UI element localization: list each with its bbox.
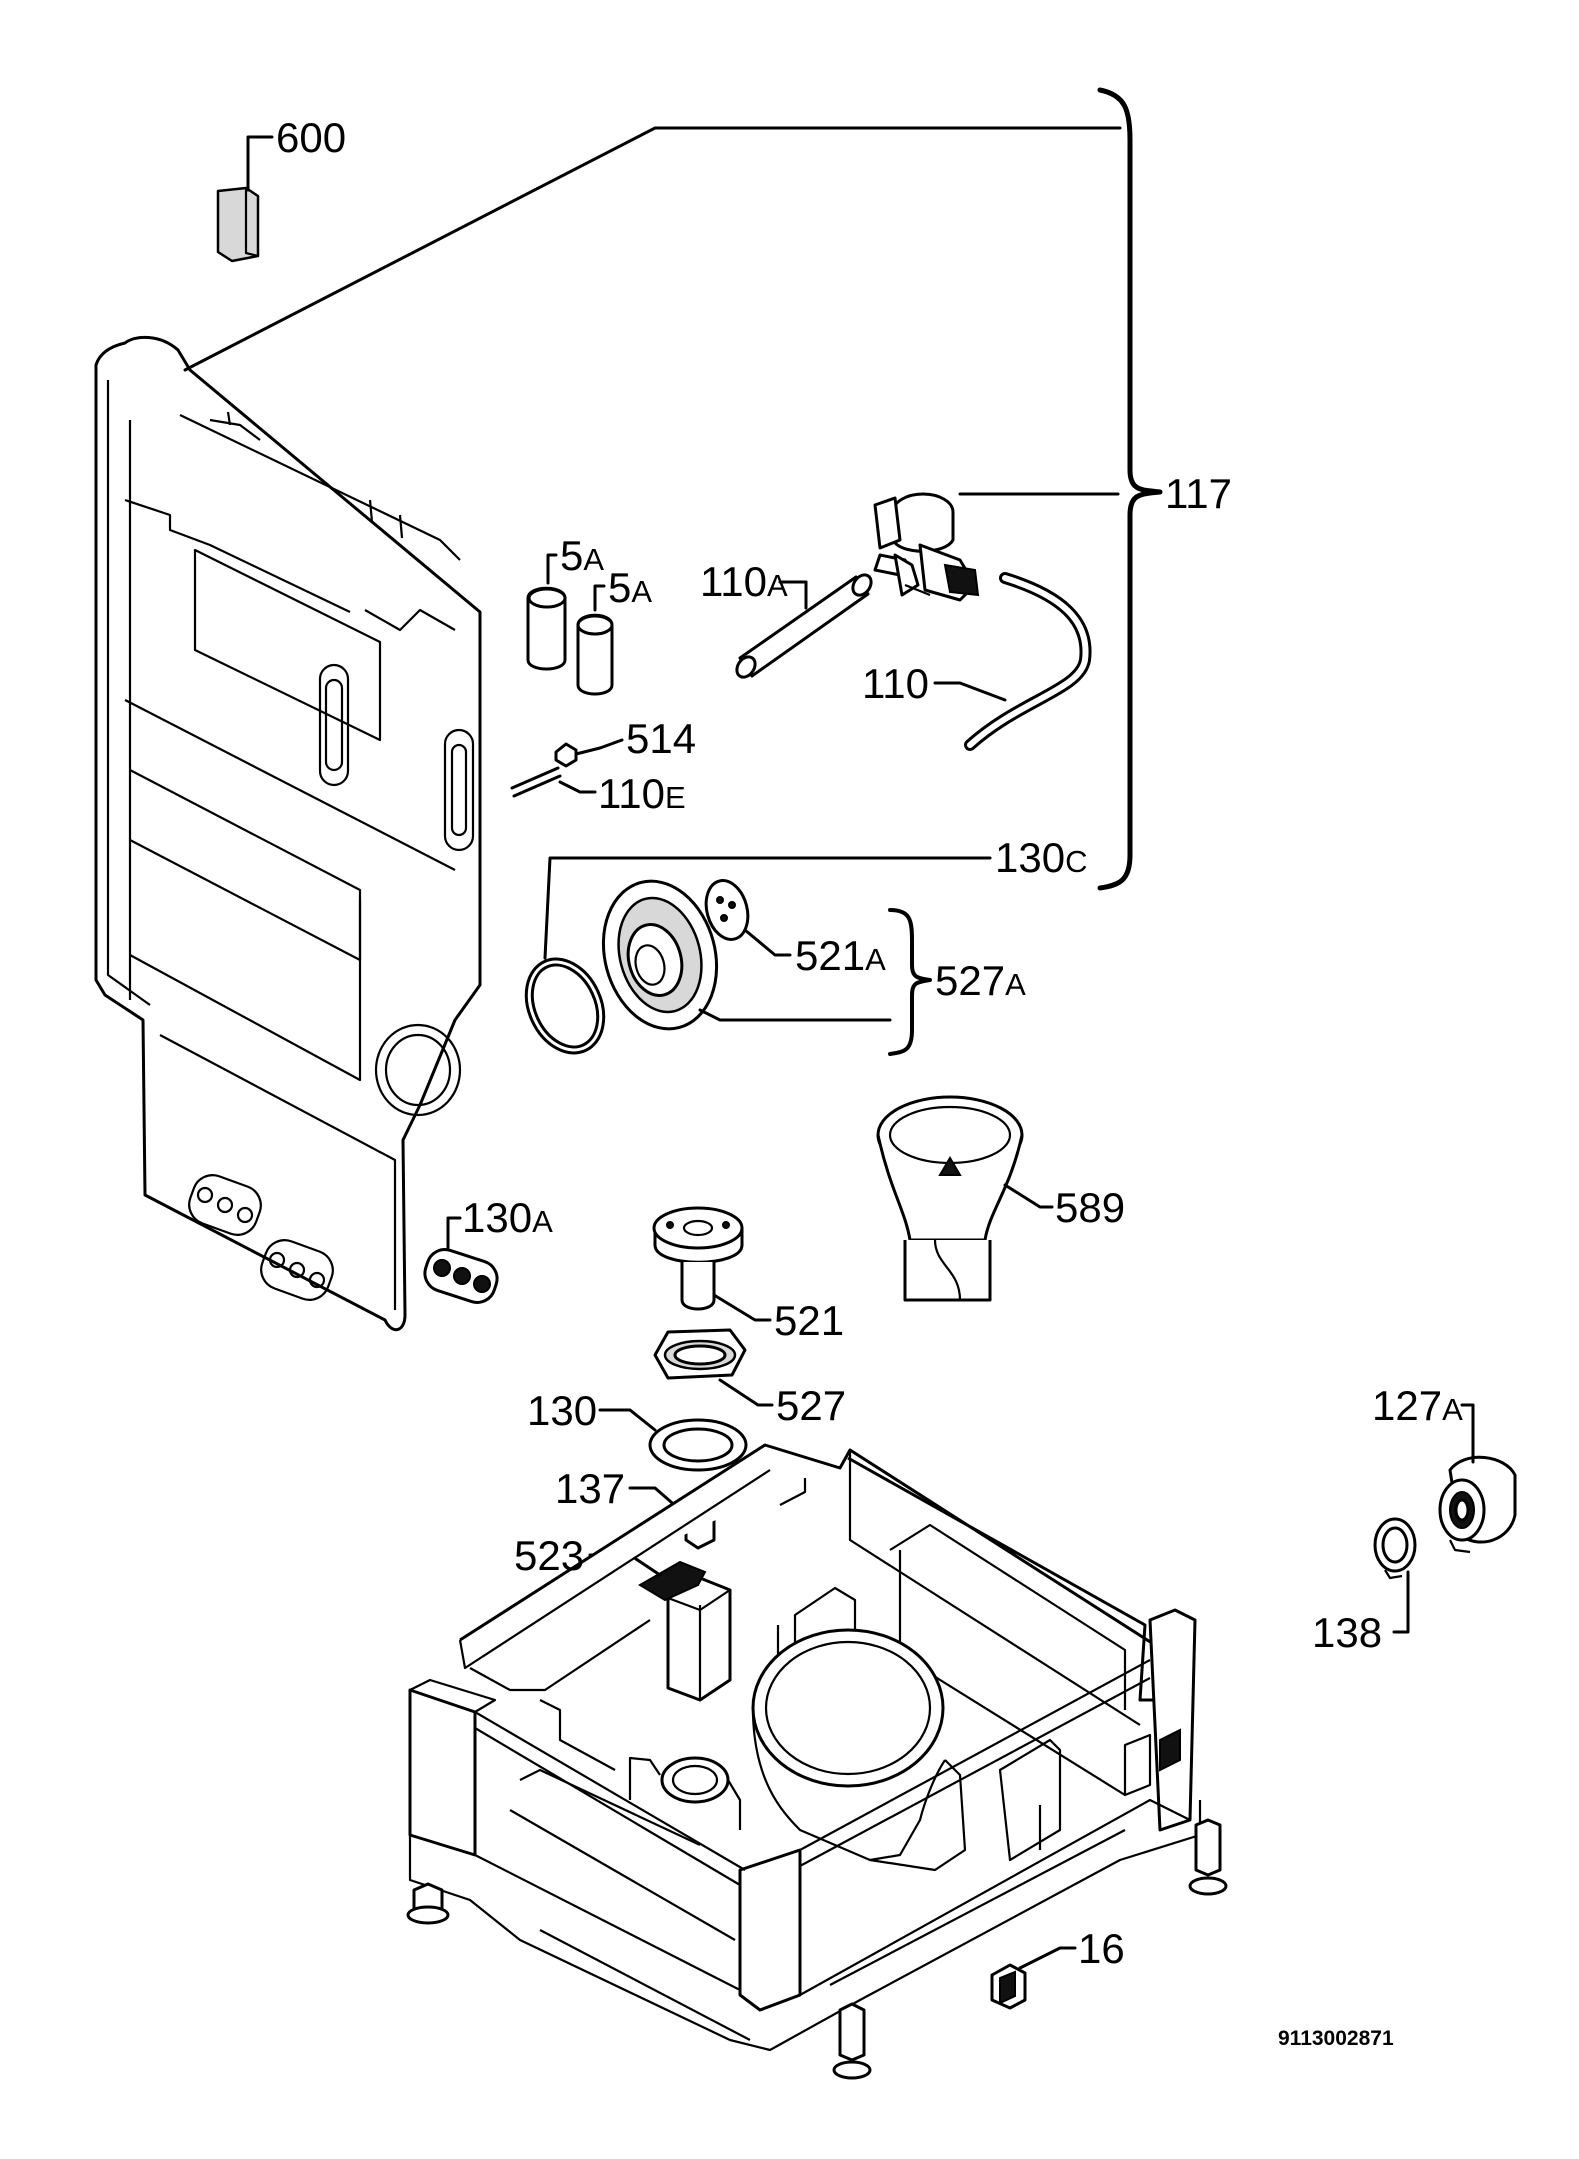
part-527a-assembly [601,879,932,1056]
label-127a: 127A [1372,1382,1463,1429]
label-521: 521 [774,1297,844,1344]
label-117: 117 [1165,470,1232,517]
label-5a-2: 5A [608,564,652,611]
brace-117 [958,87,1163,891]
callout-labels: 600 117 5A 5A 110A 110 514 110E 130C 521… [246,114,1463,2050]
label-130: 130 [527,1387,597,1434]
part-523-float [588,1553,732,1702]
part-130a-plate [423,1216,499,1304]
part-589-funnel [876,1095,1054,1302]
document-number: 9113002871 [1278,2027,1394,2050]
label-130a: 130A [462,1194,553,1241]
part-514-110e [510,738,624,798]
label-110e: 110E [598,770,686,817]
part-600 [216,186,260,263]
label-523: 523 [514,1532,584,1579]
label-138: 138 [1312,1609,1382,1656]
part-5a-coils [526,553,614,696]
label-600: 600 [276,114,346,161]
part-110a-hose [735,573,873,679]
label-514: 514 [626,715,696,762]
part-110-hose [933,572,1092,751]
label-527: 527 [776,1382,846,1429]
label-110: 110 [862,660,929,707]
part-127a [1438,1403,1517,1554]
label-589: 589 [1055,1184,1125,1231]
label-110a: 110A [700,558,788,605]
part-130-ring [598,1408,748,1472]
part-130c-ring [524,856,992,1055]
label-527a: 527A [935,957,1026,1004]
label-16: 16 [1078,1925,1125,1972]
part-138 [1373,1517,1417,1634]
label-130c: 130C [995,834,1087,881]
label-521a: 521A [795,932,886,979]
base-tub [406,1443,1228,2080]
side-panel [94,126,1122,1331]
part-16-clip [990,1946,1077,2010]
label-137: 137 [555,1465,625,1512]
part-527-nut [653,1328,774,1407]
label-5a-1: 5A [560,532,604,579]
part-521-knob [652,1206,772,1322]
part-117-valve [873,492,980,602]
